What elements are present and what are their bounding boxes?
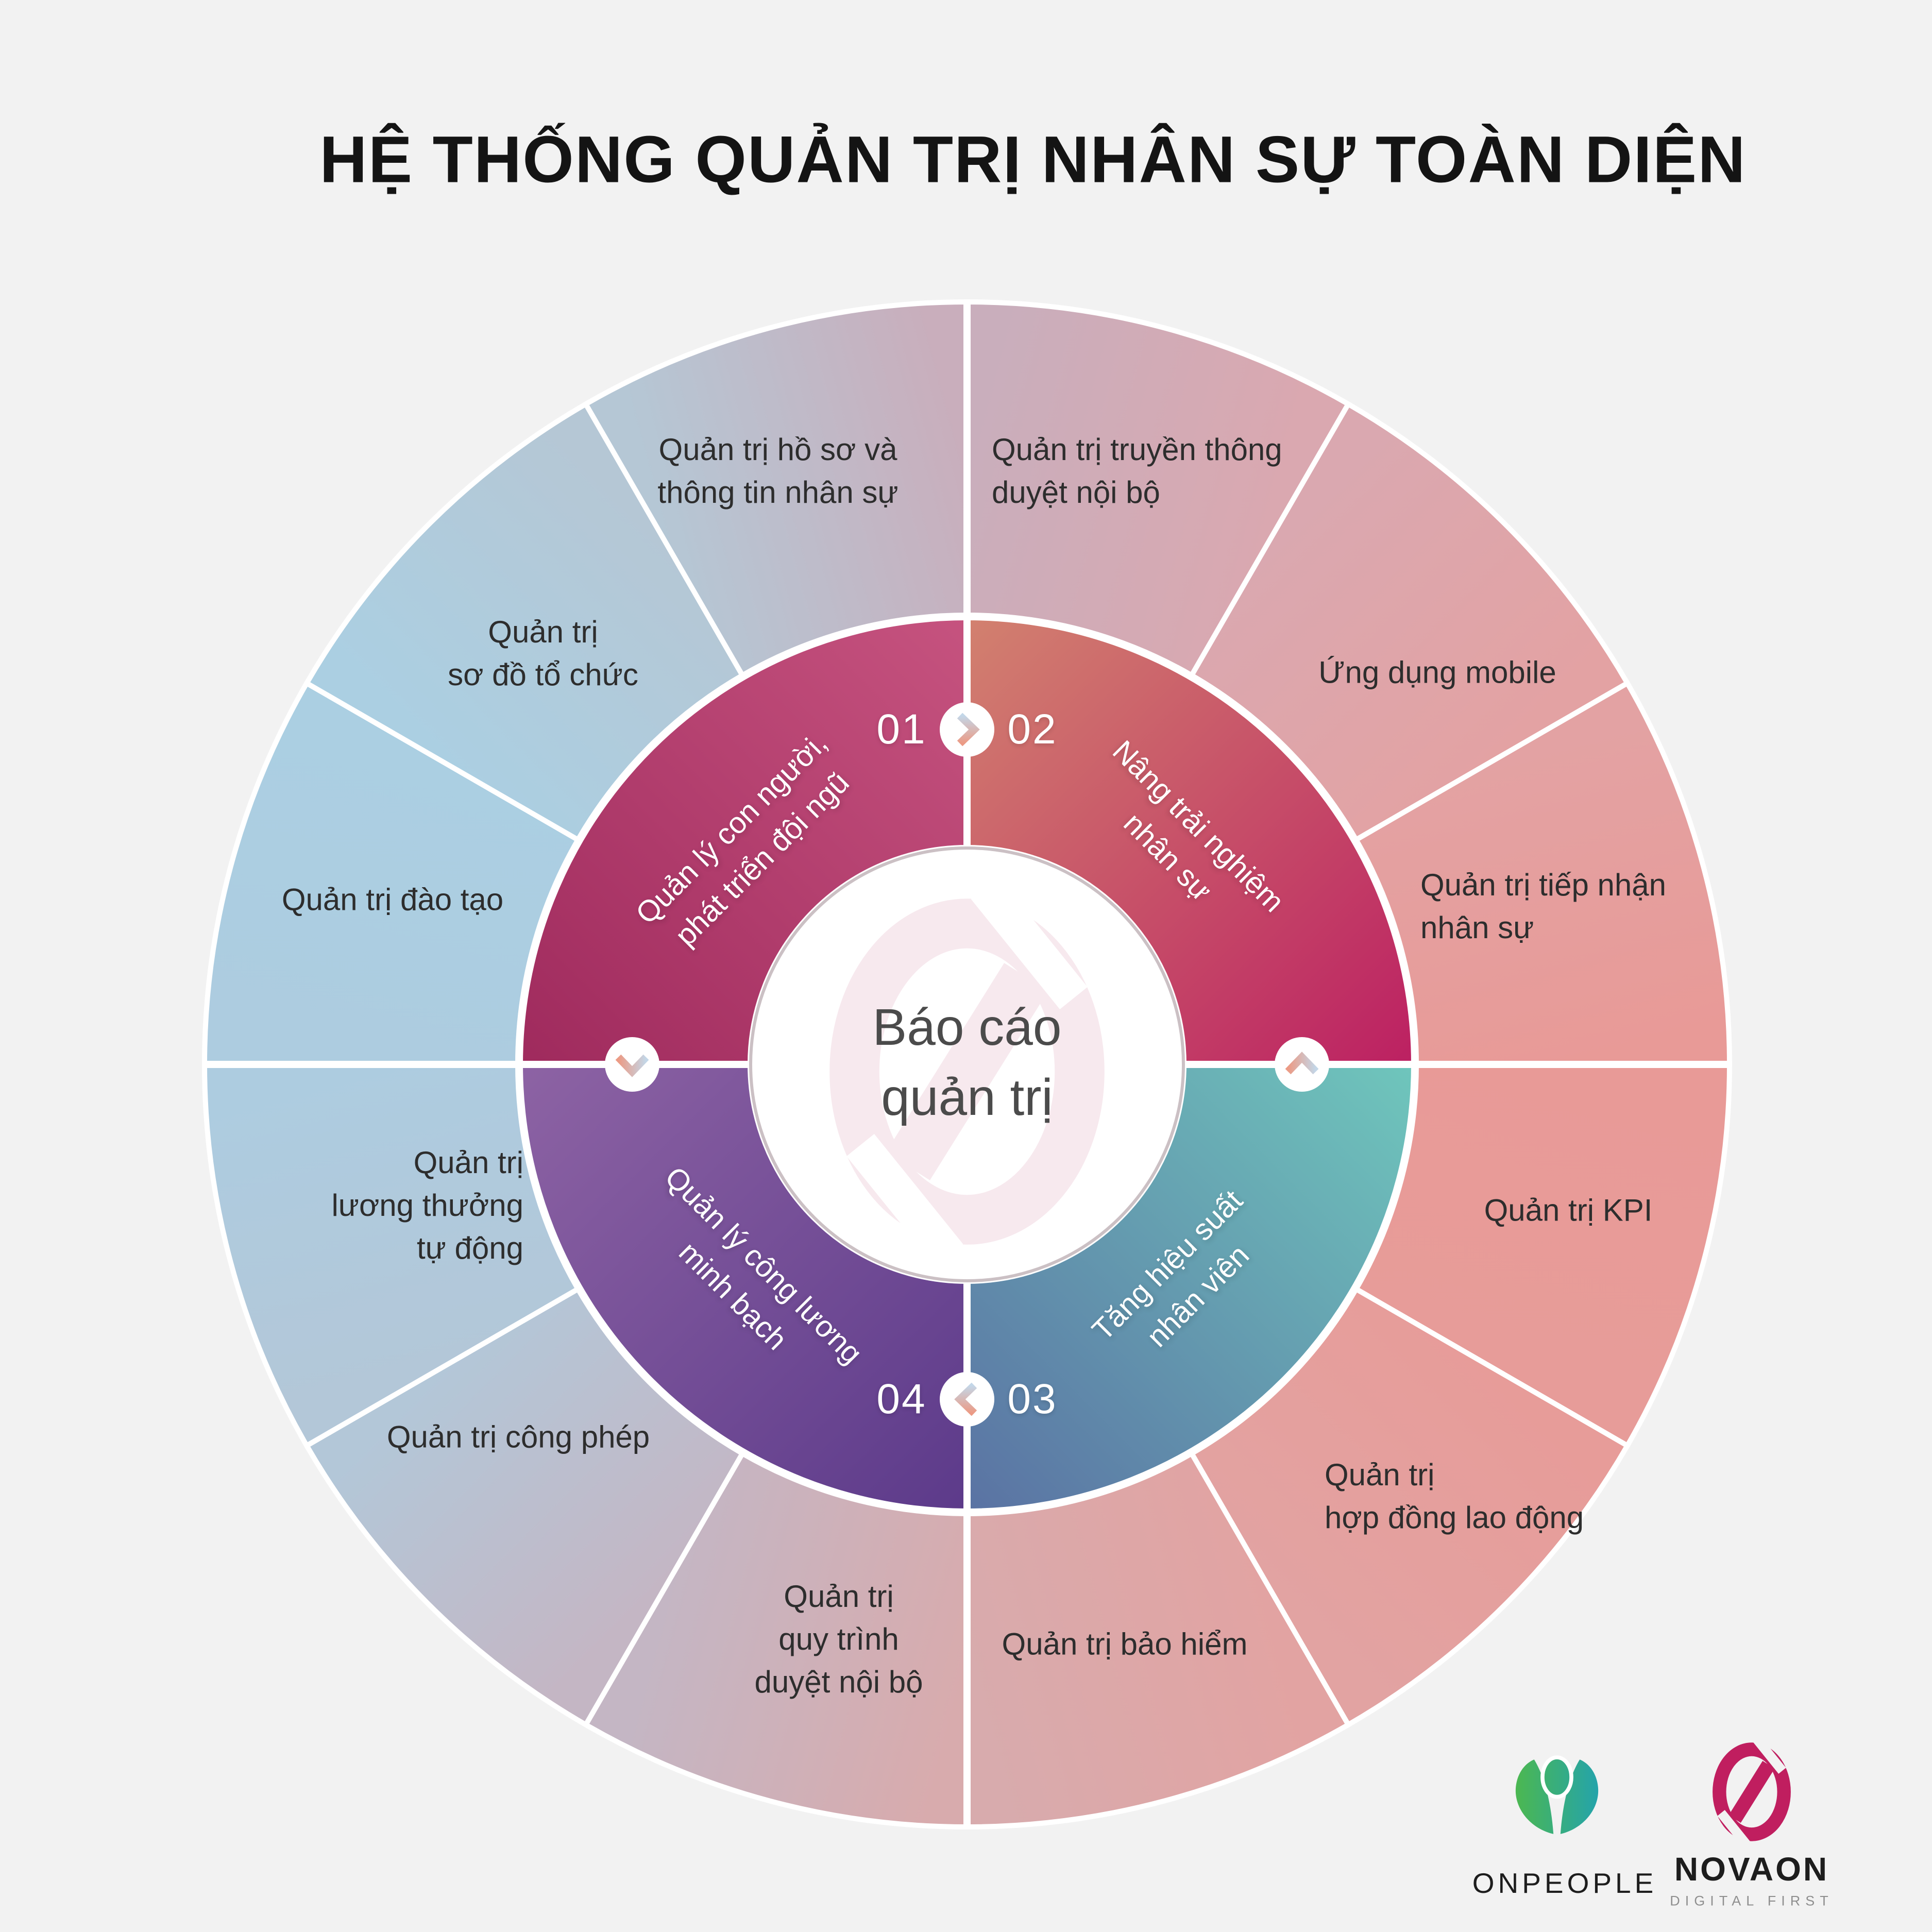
quadrant-number-03: 03 <box>1007 1376 1058 1422</box>
outer-label-kpi: Quản trị KPI <box>1484 1193 1653 1228</box>
chevron-up-icon <box>1285 1052 1319 1075</box>
outer-label-tiep-nhan: Quản trị tiếp nhận nhân sự <box>1420 868 1666 945</box>
outer-label-ho-so: Quản trị hồ sơ và thông tin nhân sự <box>657 432 899 510</box>
chevron-down-icon <box>615 1054 649 1077</box>
junction-circle-bottom <box>940 1372 994 1427</box>
novaon-logo-icon <box>1713 1736 1791 1848</box>
outer-label-cong-phep: Quản trị công phép <box>386 1419 650 1454</box>
outer-label-bao-hiem: Quản trị bảo hiểm <box>1002 1626 1248 1662</box>
novaon-logo-text: NOVAON <box>1674 1851 1829 1888</box>
quadrant-number-04: 04 <box>876 1376 927 1422</box>
outer-label-quy-trinh: Quản trị quy trình duyệt nội bộ <box>754 1579 923 1699</box>
junction-circle-left <box>605 1037 659 1092</box>
outer-ring <box>201 299 1733 1830</box>
outer-label-hop-dong: Quản trị hợp đồng lao động <box>1325 1458 1584 1535</box>
junction-buttons <box>605 702 1329 1427</box>
outer-label-truyen-thong: Quản trị truyền thông duyệt nội bộ <box>992 432 1282 510</box>
outer-label-mobile: Ứng dụng mobile <box>1318 655 1556 690</box>
junction-circle-right <box>1275 1037 1329 1092</box>
outer-label-luong-thuong: Quản trị lương thưởng tự động <box>331 1145 523 1265</box>
onpeople-logo-text: ONPEOPLE <box>1472 1867 1657 1899</box>
chevron-right-icon <box>957 713 980 747</box>
axis-divider-lines <box>205 302 1730 1827</box>
quadrant-number-01: 01 <box>876 706 927 753</box>
quadrant-number-02: 02 <box>1007 706 1058 753</box>
novaon-watermark-icon <box>829 876 1105 1267</box>
page-title: HỆ THỐNG QUẢN TRỊ NHÂN SỰ TOÀN DIỆN <box>319 123 1747 197</box>
onpeople-logo-icon <box>1515 1755 1599 1834</box>
inner-ring <box>516 614 1418 1515</box>
junction-circle-top <box>940 702 994 757</box>
novaon-tagline: DIGITAL FIRST <box>1670 1893 1834 1909</box>
chevron-left-icon <box>954 1382 977 1416</box>
center-label: Báo cáo quản trị <box>872 998 1062 1126</box>
outer-label-dao-tao: Quản trị đào tạo <box>281 882 504 917</box>
outer-label-so-do: Quản trị sơ đồ tổ chức <box>448 615 638 692</box>
